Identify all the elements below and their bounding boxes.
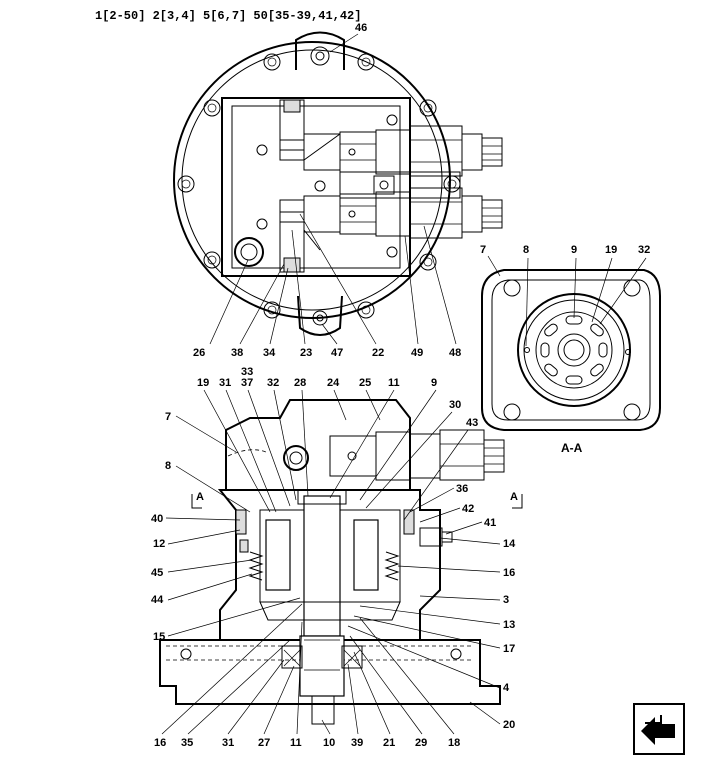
top-callouts: 46 26 38 34 23 47 22 49 48 — [193, 22, 461, 359]
callout-label-11: 11 — [388, 377, 400, 389]
callout-label-12: 12 — [153, 538, 165, 550]
section-aa-view — [481, 269, 661, 431]
callout-label-38: 38 — [231, 347, 243, 359]
callout-label-15: 15 — [153, 631, 165, 643]
callout-label-44: 44 — [151, 594, 164, 606]
callout-label-9: 9 — [431, 377, 437, 389]
callout-label-3: 3 — [503, 594, 509, 606]
callout-label-35: 35 — [181, 737, 193, 749]
callout-label-48: 48 — [449, 347, 461, 359]
section-callouts: 7 8 9 19 32 A-A — [480, 244, 650, 455]
callout-label-47: 47 — [331, 347, 343, 359]
callout-label-23: 23 — [300, 347, 312, 359]
callout-label-39: 39 — [351, 737, 363, 749]
callout-label-8: 8 — [165, 460, 171, 472]
main-callouts: 33 19 31 37 32 28 24 25 11 9 30 43 7 8 4… — [151, 366, 516, 749]
callout-label-37: 37 — [241, 377, 253, 389]
callout-label-26: 26 — [193, 347, 205, 359]
callout-label-45: 45 — [151, 567, 163, 579]
callout-label-30: 30 — [449, 399, 461, 411]
callout-label-20: 20 — [503, 719, 515, 731]
callout-label-31: 31 — [219, 377, 231, 389]
bolt-holes — [177, 53, 461, 319]
callout-label-18: 18 — [448, 737, 460, 749]
callout-label-24: 24 — [327, 377, 340, 389]
callout-label-19: 19 — [197, 377, 209, 389]
callout-label-28: 28 — [294, 377, 306, 389]
arrow-enter-icon — [641, 715, 675, 745]
top-view — [173, 31, 503, 336]
callout-label-49: 49 — [411, 347, 423, 359]
callout-label-9: 9 — [571, 244, 577, 256]
callout-label-22: 22 — [372, 347, 384, 359]
callout-label-16: 16 — [503, 567, 515, 579]
lower-solenoid — [303, 187, 503, 239]
callout-label-29: 29 — [415, 737, 427, 749]
callout-label-8: 8 — [523, 244, 529, 256]
callout-label-41: 41 — [484, 517, 496, 529]
callout-label-25: 25 — [359, 377, 371, 389]
callout-label-10: 10 — [323, 737, 335, 749]
callout-label-40: 40 — [151, 513, 163, 525]
callout-label-17: 17 — [503, 643, 515, 655]
callout-label-32: 32 — [267, 377, 279, 389]
callout-label-31: 31 — [222, 737, 234, 749]
callout-label-16: 16 — [154, 737, 166, 749]
section-marker-right: A — [510, 491, 518, 503]
callout-label-36: 36 — [456, 483, 468, 495]
callout-label-34: 34 — [263, 347, 276, 359]
callout-label-14: 14 — [503, 538, 516, 550]
callout-label-27: 27 — [258, 737, 270, 749]
nav-arrow-button[interactable] — [633, 703, 685, 755]
main-section: A A — [159, 399, 523, 725]
section-marker-left: A — [196, 491, 204, 503]
callout-label-7: 7 — [480, 244, 486, 256]
section-aa-label: A-A — [561, 441, 583, 455]
callout-label-32: 32 — [638, 244, 650, 256]
callout-label-7: 7 — [165, 411, 171, 423]
callout-label-33: 33 — [241, 366, 253, 378]
header-text: 1[2-50] 2[3,4] 5[6,7] 50[35-39,41,42] — [95, 9, 361, 23]
upper-solenoid — [303, 125, 503, 177]
callout-label-11: 11 — [290, 737, 302, 749]
callout-label-4: 4 — [503, 682, 510, 694]
callout-label-42: 42 — [462, 503, 474, 515]
callout-label-19: 19 — [605, 244, 617, 256]
callout-label-21: 21 — [383, 737, 395, 749]
callout-label-13: 13 — [503, 619, 515, 631]
callout-label-43: 43 — [466, 417, 478, 429]
callout-label-46: 46 — [355, 22, 367, 34]
kidney-ports — [540, 315, 608, 385]
